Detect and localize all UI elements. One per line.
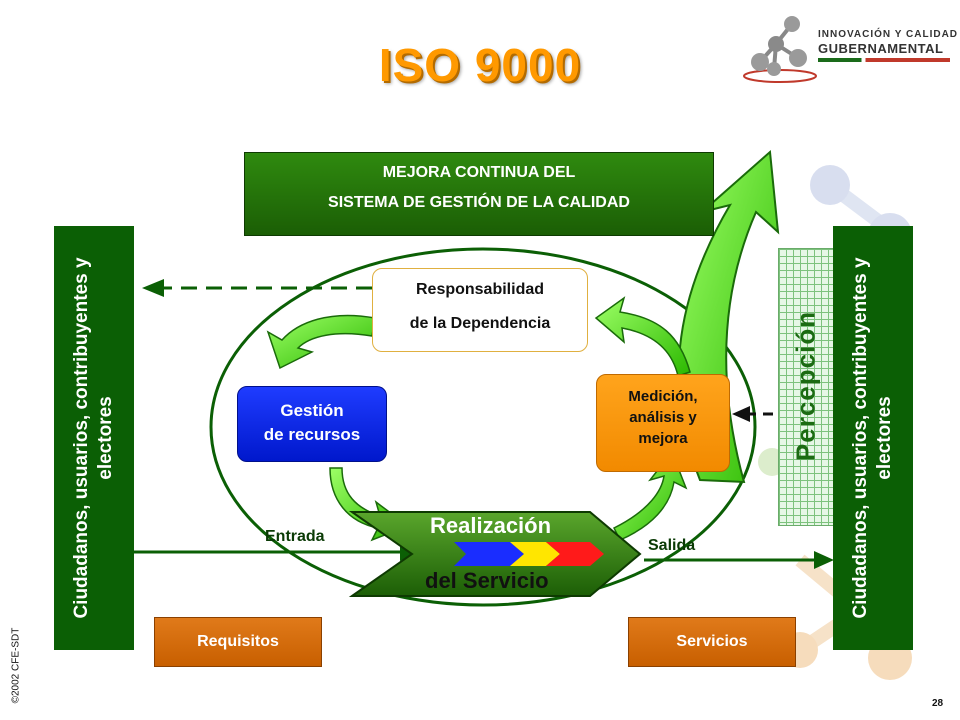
- medicion-line-1: Medición,: [628, 388, 698, 405]
- logo-text-top: INNOVACIÓN Y CALIDAD: [818, 29, 959, 40]
- page-title: ISO 9000: [378, 39, 582, 91]
- percepcion-label-wrap: Percepción: [778, 248, 833, 524]
- responsabilidad-line-1: Responsabilidad: [415, 281, 545, 298]
- entrada-label: Entrada: [265, 528, 325, 545]
- logo-flag-bar: [818, 58, 950, 62]
- percepcion-label: Percepción: [790, 310, 820, 462]
- copyright-text: ©2002 CFE-SDT: [10, 627, 22, 704]
- right-bar-line-1: Ciudadanos, usuarios, contribuyentes y: [850, 257, 871, 619]
- requisitos-box: Requisitos: [154, 617, 322, 667]
- arrow-medicion-to-resp: [594, 296, 691, 377]
- arrow-realizacion-to-medicion: [612, 450, 688, 541]
- arrow-resp-to-gestion: [266, 314, 376, 370]
- process-cycle-ellipse: [209, 247, 757, 607]
- realizacion-line-2: del Servicio: [425, 568, 549, 593]
- left-bar-line-1: Ciudadanos, usuarios, contribuyentes y: [71, 257, 92, 619]
- left-bar-line-2: electores: [95, 396, 116, 480]
- responsabilidad-line-2: de la Dependencia: [409, 315, 551, 332]
- salida-label: Salida: [648, 537, 696, 554]
- gestion-line-1: Gestión: [280, 401, 344, 420]
- flow-chevron-yellow: [510, 542, 560, 566]
- responsabilidad-box: Responsabilidad de la Dependencia: [372, 268, 588, 352]
- right-bar-line-2: electores: [874, 396, 895, 480]
- servicios-box: Servicios: [628, 617, 796, 667]
- realizacion-line-1: Realización: [430, 513, 552, 538]
- mejora-continua-box: MEJORA CONTINUA DEL SISTEMA DE GESTIÓN D…: [244, 152, 714, 236]
- right-stakeholders-bar: Ciudadanos, usuarios, contribuyentes y e…: [833, 226, 913, 650]
- medicion-box: Medición, análisis y mejora: [596, 374, 730, 472]
- percepcion-grid: [778, 248, 835, 526]
- gestion-line-2: de recursos: [263, 425, 361, 444]
- mejora-line-2: SISTEMA DE GESTIÓN DE LA CALIDAD: [328, 194, 630, 211]
- medicion-line-3: mejora: [638, 430, 688, 447]
- flow-chevron-blue: [454, 542, 524, 566]
- medicion-line-2: análisis y: [629, 409, 697, 426]
- logo-text-main: GUBERNAMENTAL: [818, 41, 944, 56]
- logo-molecule-icon: [743, 16, 817, 83]
- page-number: 28: [932, 698, 944, 709]
- mejora-line-1: MEJORA CONTINUA DEL: [382, 164, 576, 181]
- left-stakeholders-bar: Ciudadanos, usuarios, contribuyentes y e…: [54, 226, 134, 650]
- gestion-recursos-box: Gestión de recursos: [237, 386, 387, 462]
- flow-chevron-red: [546, 542, 604, 566]
